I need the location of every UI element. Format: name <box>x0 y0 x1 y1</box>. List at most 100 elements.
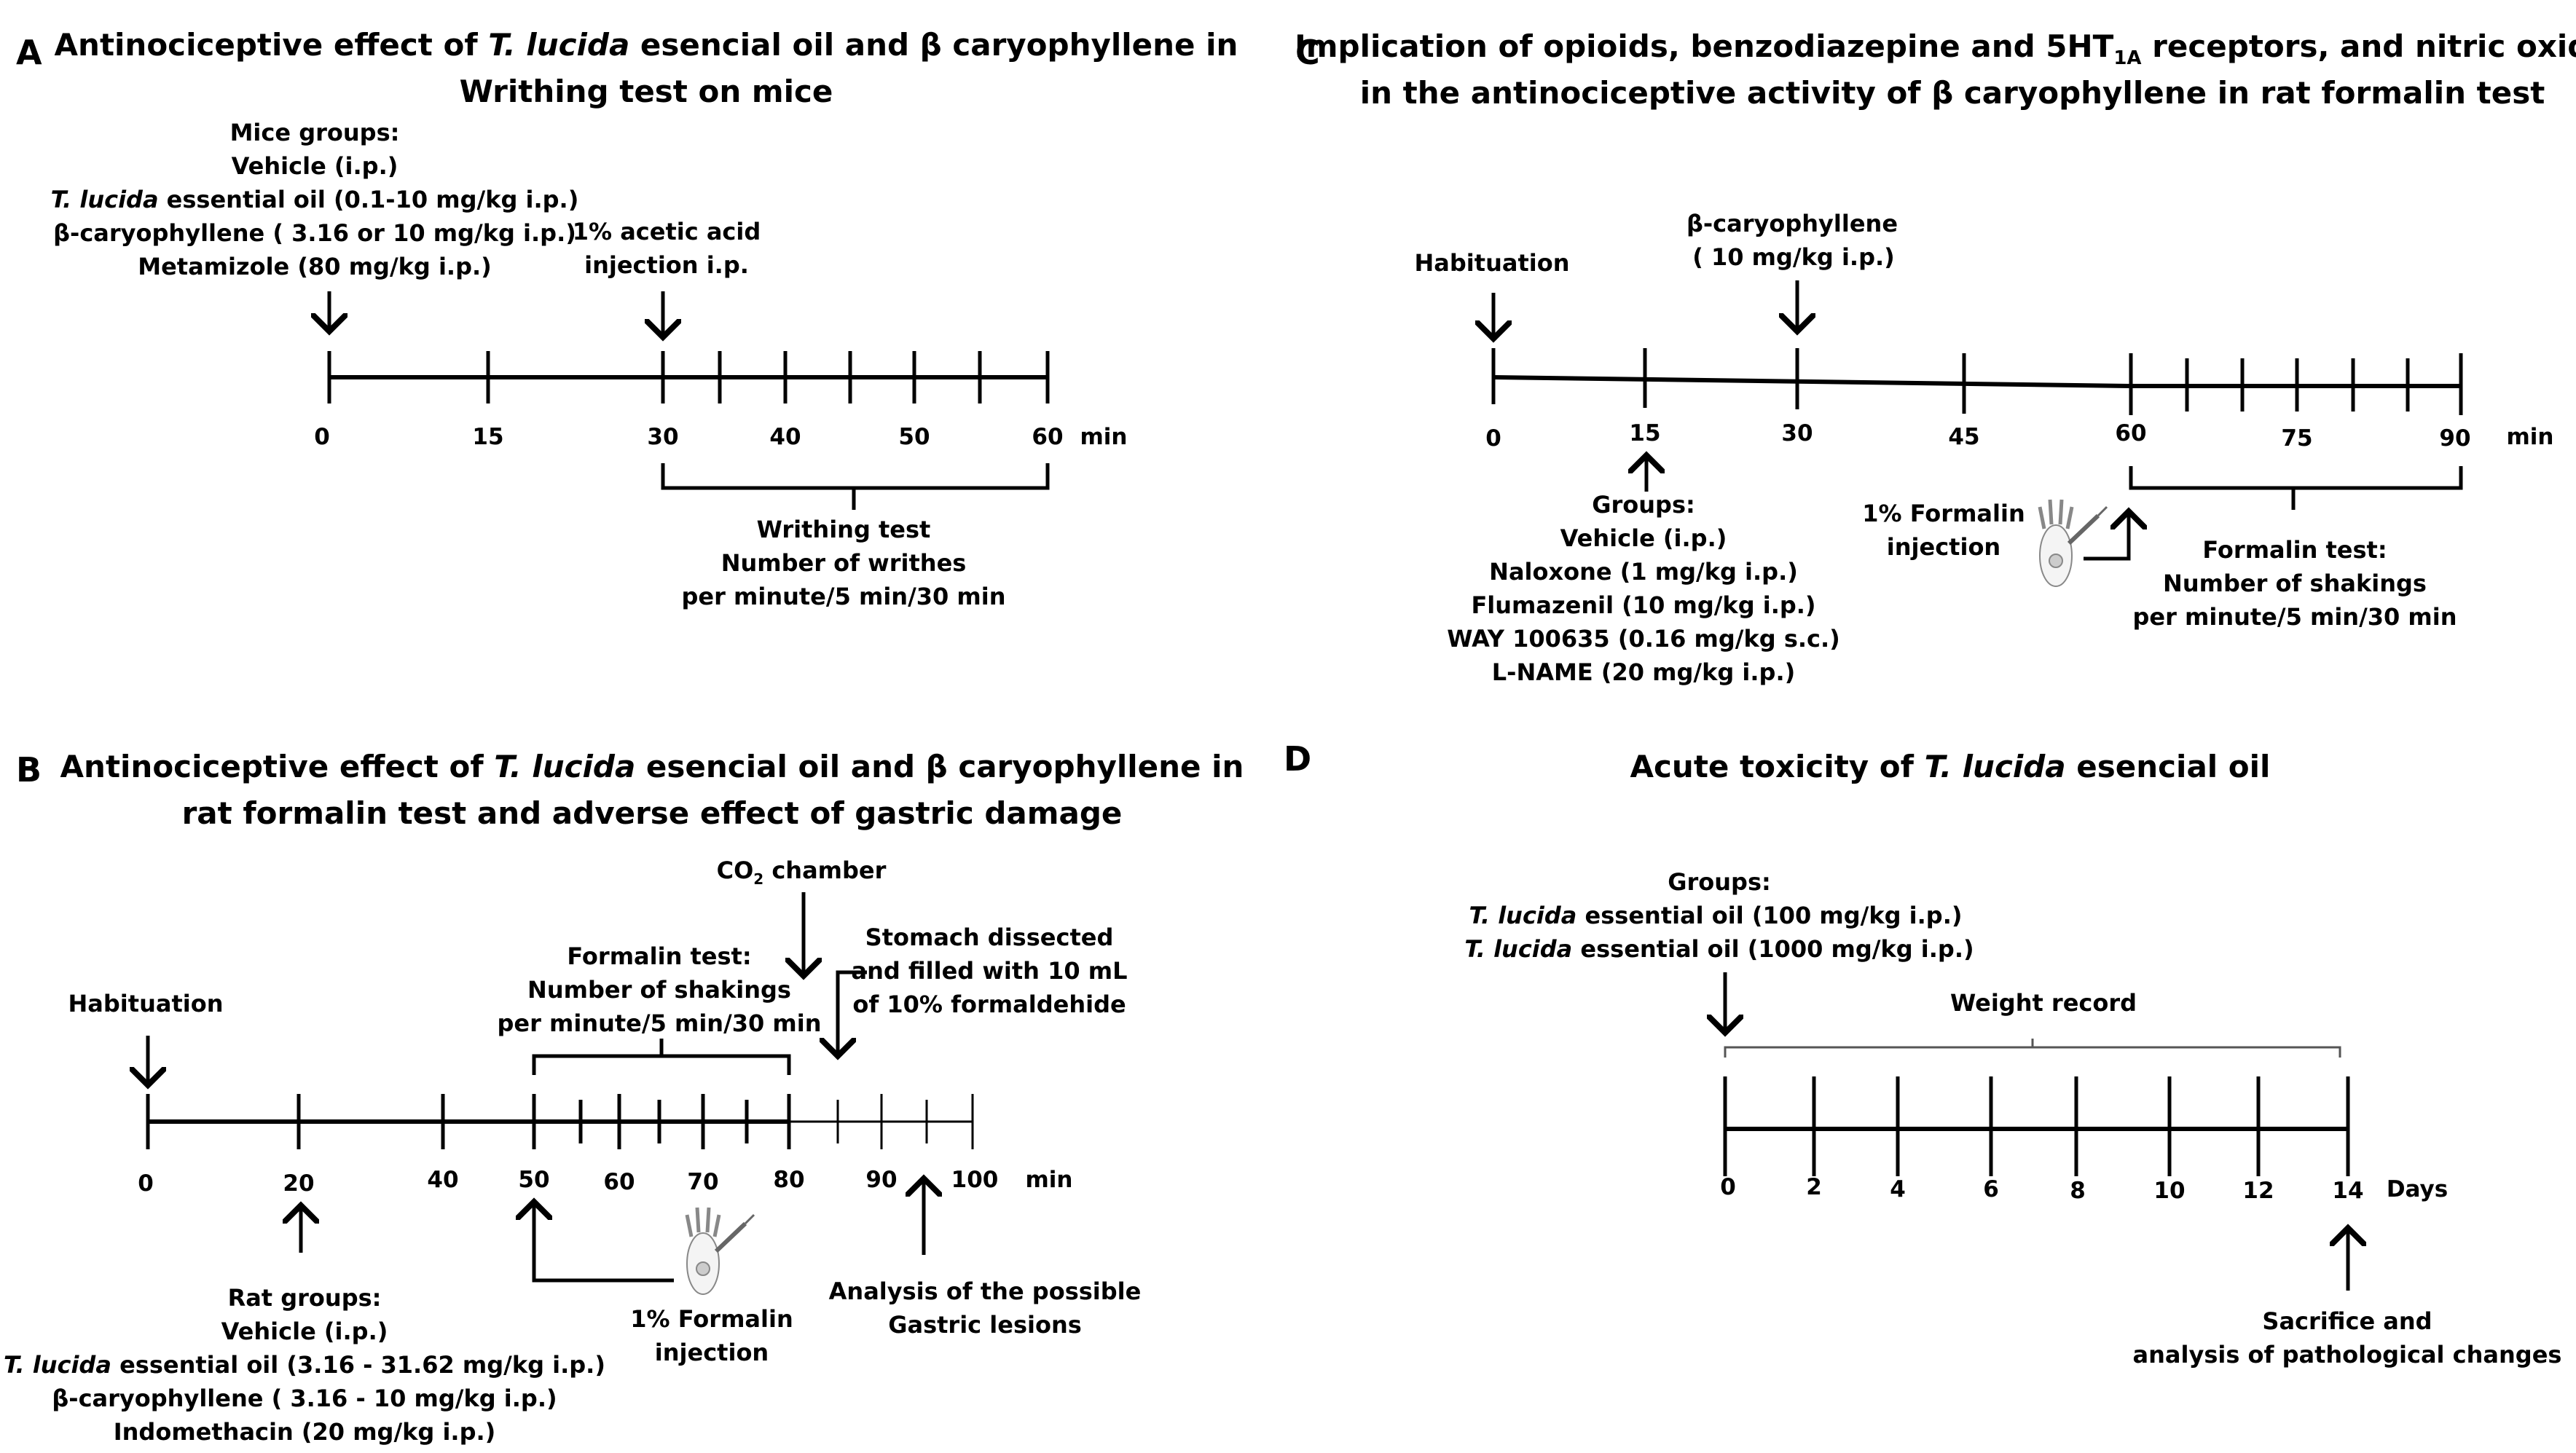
svg-text:injection: injection <box>1887 533 2000 561</box>
panel-a-title: Antinociceptive effect of T. lucida esen… <box>55 27 1238 63</box>
svg-text:75: 75 <box>2281 425 2312 452</box>
svg-text:1% Formalin: 1% Formalin <box>630 1305 793 1333</box>
svg-text:Number of writhes: Number of writhes <box>721 549 967 577</box>
svg-text:Stomach dissected: Stomach dissected <box>865 924 1114 951</box>
svg-text:Mice groups:: Mice groups: <box>230 119 400 146</box>
panel-c-formalin-injection-label: 1% Formalin injection <box>1862 500 2025 561</box>
svg-text:4: 4 <box>1890 1176 1906 1202</box>
panel-c-test-brace <box>2129 466 2463 510</box>
panel-b-formalin-brace <box>532 1039 791 1075</box>
svg-text:70: 70 <box>687 1169 718 1195</box>
svg-text:0: 0 <box>1485 425 1501 452</box>
svg-text:Indomethacin (20 mg/kg i.p.): Indomethacin (20 mg/kg i.p.) <box>114 1418 496 1446</box>
svg-text:60: 60 <box>603 1169 635 1195</box>
panel-a-injection-line1: 1% acetic acid <box>573 218 761 245</box>
panel-a-unit: min <box>1080 424 1128 450</box>
panel-c-timeline <box>1491 348 2463 415</box>
svg-text:Flumazenil (10 mg/kg i.p.): Flumazenil (10 mg/kg i.p.) <box>1471 591 1815 619</box>
svg-text:per minute/5 min/30 min: per minute/5 min/30 min <box>681 583 1005 610</box>
svg-text:Vehicle (i.p.): Vehicle (i.p.) <box>1560 524 1727 552</box>
panel-a-tick-labels: 0 15 30 40 50 60 min <box>314 424 1127 450</box>
panel-c-groups: Groups: Vehicle (i.p.) Naloxone (1 mg/kg… <box>1447 491 1840 686</box>
panel-c-title-line2: in the antinociceptive activity of β car… <box>1360 75 2545 111</box>
panel-b-stomach-label: Stomach dissected and filled with 10 mL … <box>852 924 1128 1018</box>
panel-d: D Acute toxicity of T. lucida esencial o… <box>1284 739 2561 1369</box>
svg-text:per minute/5 min/30 min: per minute/5 min/30 min <box>497 1009 821 1037</box>
svg-text:90: 90 <box>2439 425 2470 452</box>
svg-text:0: 0 <box>1720 1174 1736 1200</box>
panel-d-weight-brace <box>1724 1039 2341 1058</box>
panel-c-formalin-test-label: Formalin test: Number of shakings per mi… <box>2132 536 2457 631</box>
panel-c-title: Implication of opioids, benzodiazepine a… <box>1295 28 2576 69</box>
panel-b-letter: B <box>16 750 42 789</box>
svg-text:60: 60 <box>2115 420 2146 446</box>
svg-text:analysis of pathological chang: analysis of pathological changes <box>2133 1341 2562 1369</box>
svg-text:15: 15 <box>1629 420 1660 446</box>
svg-text:8: 8 <box>2070 1178 2086 1204</box>
svg-text:of 10% formaldehide: of 10% formaldehide <box>852 991 1126 1018</box>
svg-text:per minute/5 min/30 min: per minute/5 min/30 min <box>2132 603 2457 631</box>
svg-text:90: 90 <box>865 1167 897 1193</box>
panel-c: C Implication of opioids, benzodiazepine… <box>1295 28 2576 686</box>
panel-d-weight-label: Weight record <box>1950 989 2137 1017</box>
svg-text:12: 12 <box>2242 1178 2274 1204</box>
panel-c-letter: C <box>1295 33 1320 72</box>
svg-text:L-NAME (20 mg/kg i.p.): L-NAME (20 mg/kg i.p.) <box>1492 658 1795 686</box>
svg-text:14: 14 <box>2332 1178 2363 1204</box>
panel-a-title-line2: Writhing test on mice <box>460 74 833 109</box>
svg-text:β-caryophyllene ( 3.16 - 10 mg: β-caryophyllene ( 3.16 - 10 mg/kg i.p.) <box>52 1385 557 1412</box>
panel-b-co2: CO2 chamber <box>717 857 887 888</box>
svg-text:10: 10 <box>2153 1178 2185 1204</box>
panel-b-stomach-arrow <box>838 970 867 1056</box>
panel-b-analysis-label: Analysis of the possible Gastric lesions <box>829 1277 1142 1339</box>
svg-text:Groups:: Groups: <box>1592 491 1695 519</box>
panel-a-groups: Mice groups: Vehicle (i.p.) T. lucida es… <box>51 119 579 280</box>
panel-c-formalin-arrow <box>2084 511 2129 561</box>
svg-text:Sacrifice and: Sacrifice and <box>2262 1307 2432 1335</box>
panel-a-injection-line2: injection i.p. <box>584 251 749 279</box>
svg-text:Number of shakings: Number of shakings <box>527 976 791 1004</box>
svg-text:20: 20 <box>283 1170 314 1197</box>
svg-text:Gastric lesions: Gastric lesions <box>888 1311 1082 1339</box>
svg-text:T. lucida essential oil (100 m: T. lucida essential oil (100 mg/kg i.p.) <box>1469 902 1963 929</box>
panel-c-tick-labels: 0 15 30 45 60 75 90 min <box>1485 420 2553 452</box>
svg-text:Formalin test:: Formalin test: <box>2202 536 2387 564</box>
svg-text:15: 15 <box>472 424 503 450</box>
panel-b-title: Antinociceptive effect of T. lucida esen… <box>60 749 1244 784</box>
svg-text:50: 50 <box>518 1167 549 1193</box>
panel-c-habituation: Habituation <box>1415 249 1570 277</box>
panel-a-test-brace <box>661 463 1050 510</box>
svg-text:1% Formalin: 1% Formalin <box>1862 500 2025 527</box>
panel-d-unit: Days <box>2387 1176 2448 1202</box>
svg-text:100: 100 <box>951 1167 999 1193</box>
svg-text:T. lucida essential oil (0.1-1: T. lucida essential oil (0.1-10 mg/kg i.… <box>51 186 579 213</box>
svg-text:Naloxone (1 mg/kg i.p.): Naloxone (1 mg/kg i.p.) <box>1489 558 1798 586</box>
panel-d-timeline <box>1723 1076 2350 1176</box>
svg-text:Vehicle (i.p.): Vehicle (i.p.) <box>221 1318 388 1345</box>
paw-syringe-icon <box>2038 499 2108 587</box>
svg-text:Rat groups:: Rat groups: <box>228 1284 382 1312</box>
panel-d-title: Acute toxicity of T. lucida esencial oil <box>1630 749 2271 784</box>
svg-text:40: 40 <box>769 424 801 450</box>
panel-d-letter: D <box>1284 739 1311 779</box>
svg-text:45: 45 <box>1948 424 1979 450</box>
panel-d-tick-labels: 0 2 4 6 8 10 12 14 Days <box>1720 1174 2448 1204</box>
paw-syringe-icon <box>685 1207 755 1295</box>
svg-text:0: 0 <box>138 1170 154 1197</box>
svg-text:2: 2 <box>1806 1174 1822 1200</box>
panel-b-formalin-arrow <box>534 1202 674 1283</box>
panel-b-habituation: Habituation <box>68 990 224 1017</box>
svg-text:and filled with 10 mL: and filled with 10 mL <box>852 957 1128 985</box>
panel-b-title-line2: rat formalin test and adverse effect of … <box>182 795 1123 831</box>
svg-text:Writhing test: Writhing test <box>757 516 931 543</box>
svg-text:6: 6 <box>1983 1176 1999 1202</box>
panel-c-bcp-line1: β-caryophyllene <box>1686 210 1898 237</box>
svg-text:40: 40 <box>427 1167 458 1193</box>
panel-b-formalin-injection-label: 1% Formalin injection <box>630 1305 793 1366</box>
svg-text:β-caryophyllene ( 3.16 or 10 m: β-caryophyllene ( 3.16 or 10 mg/kg i.p.) <box>53 219 576 247</box>
svg-text:30: 30 <box>1781 420 1813 446</box>
panel-a-letter: A <box>16 33 42 72</box>
panel-a-test-label: Writhing test Number of writhes per minu… <box>681 516 1005 610</box>
panel-b-unit: min <box>1026 1167 1073 1193</box>
